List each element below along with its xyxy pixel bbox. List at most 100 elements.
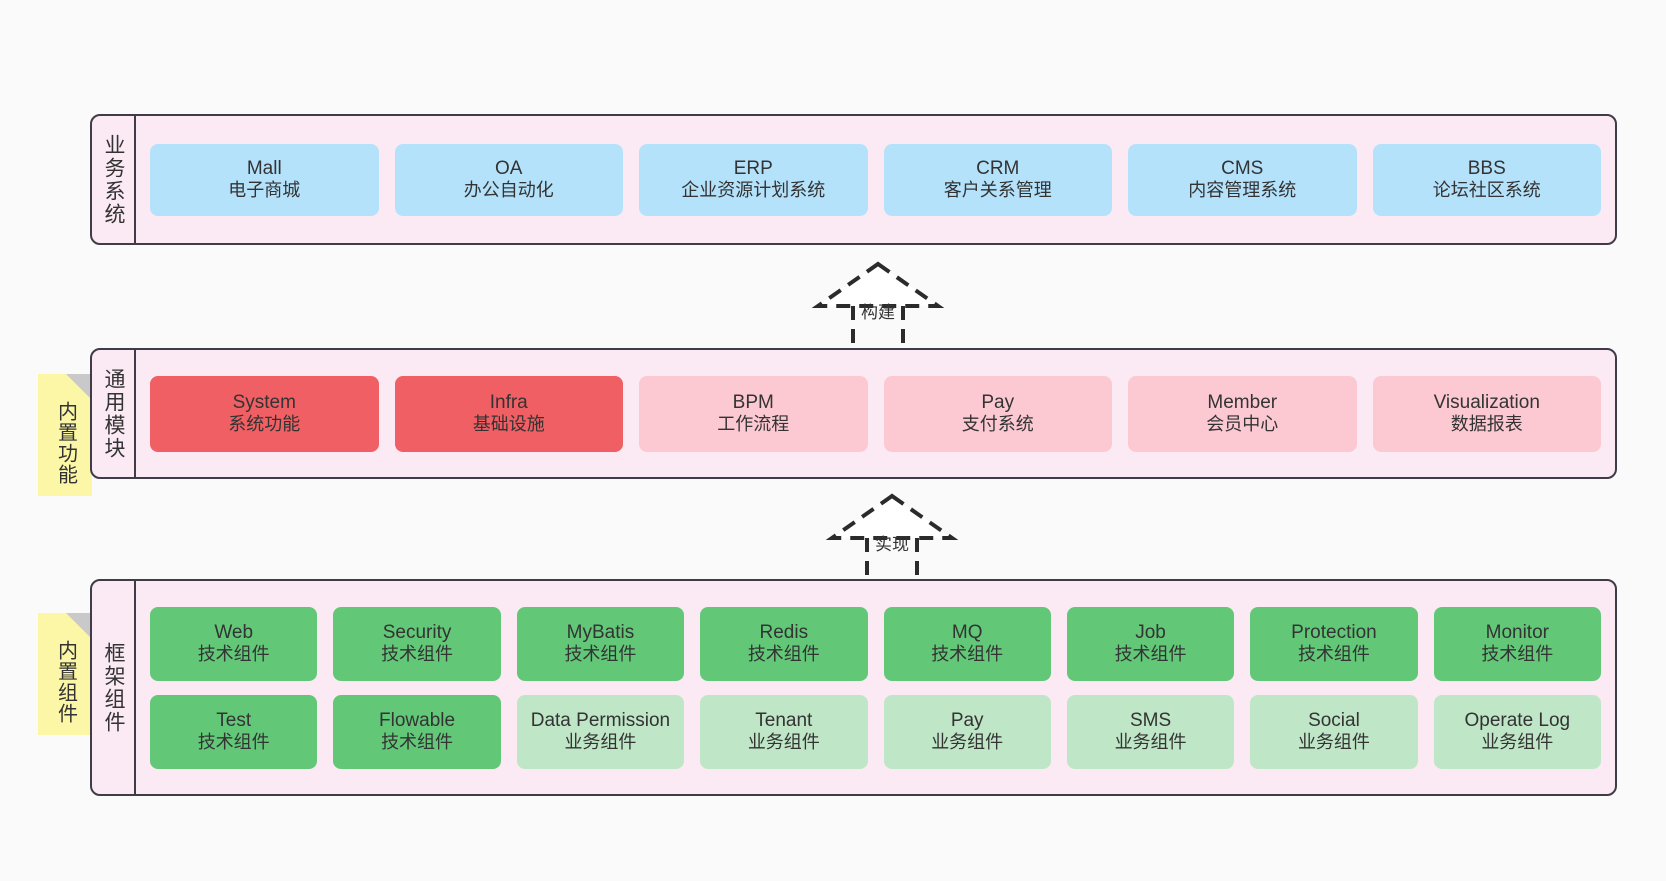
layer-body-common-modules: System 系统功能 Infra 基础设施 BPM 工作流程 Pay 支付系统… — [136, 350, 1615, 477]
card-title-en: CRM — [976, 157, 1020, 179]
card-title-cn: 客户关系管理 — [943, 180, 1052, 201]
layer-title-business-systems: 业务系统 — [92, 116, 136, 243]
card-title-en: Web — [214, 621, 254, 643]
card-title-cn: 业务组件 — [564, 732, 637, 753]
card-title-en: Flowable — [379, 709, 456, 731]
layer-framework-components: 框架组件 Web 技术组件 Security 技术组件 MyBatis 技术组件… — [90, 579, 1617, 796]
card-title-cn: 工作流程 — [717, 414, 790, 435]
card-title-cn: 会员中心 — [1206, 414, 1279, 435]
card-mall[interactable]: Mall 电子商城 — [150, 143, 379, 216]
card-title-en: Tenant — [755, 709, 813, 731]
card-row: Mall 电子商城 OA 办公自动化 ERP 企业资源计划系统 CRM 客户关系… — [150, 143, 1601, 216]
card-web[interactable]: Web 技术组件 — [150, 606, 318, 681]
card-infra[interactable]: Infra 基础设施 — [394, 375, 623, 452]
card-title-en: Operate Log — [1464, 709, 1571, 731]
card-title-en: Protection — [1291, 621, 1377, 643]
card-row: System 系统功能 Infra 基础设施 BPM 工作流程 Pay 支付系统… — [150, 375, 1601, 452]
card-crm[interactable]: CRM 客户关系管理 — [883, 143, 1112, 216]
layer-common-modules: 通用模块 System 系统功能 Infra 基础设施 BPM 工作流程 Pay — [90, 348, 1617, 479]
card-title-cn: 技术组件 — [197, 732, 270, 753]
card-protection[interactable]: Protection 技术组件 — [1250, 606, 1418, 681]
card-redis[interactable]: Redis 技术组件 — [700, 606, 868, 681]
card-title-cn: 技术组件 — [931, 644, 1004, 665]
card-title-en: Redis — [759, 621, 809, 643]
card-member[interactable]: Member 会员中心 — [1128, 375, 1357, 452]
card-cms[interactable]: CMS 内容管理系统 — [1128, 143, 1357, 216]
card-title-en: Member — [1207, 391, 1278, 413]
card-title-cn: 技术组件 — [564, 644, 637, 665]
card-title-en: Security — [382, 621, 452, 643]
connector-label-implement: 实现 — [875, 535, 909, 554]
card-monitor[interactable]: Monitor 技术组件 — [1433, 606, 1601, 681]
card-title-en: Data Permission — [530, 709, 671, 731]
card-title-en: BPM — [732, 391, 774, 413]
card-title-en: Job — [1135, 621, 1166, 643]
card-title-en: MQ — [951, 621, 983, 643]
layer-title-framework-components: 框架组件 — [92, 581, 136, 794]
card-title-en: Social — [1308, 709, 1360, 731]
card-title-cn: 技术组件 — [1481, 644, 1554, 665]
card-title-en: Mall — [246, 157, 282, 179]
card-title-cn: 技术组件 — [381, 644, 454, 665]
layer-title-common-modules: 通用模块 — [92, 350, 136, 477]
card-title-en: BBS — [1467, 157, 1506, 179]
card-title-cn: 业务组件 — [747, 732, 820, 753]
card-title-cn: 业务组件 — [1114, 732, 1187, 753]
card-mybatis[interactable]: MyBatis 技术组件 — [516, 606, 685, 681]
card-row: Test 技术组件 Flowable 技术组件 Data Permission … — [150, 694, 1601, 769]
card-title-cn: 业务组件 — [931, 732, 1004, 753]
note-builtin-components: 内置组件 — [38, 613, 92, 735]
card-title-en: System — [232, 391, 296, 413]
card-oa[interactable]: OA 办公自动化 — [394, 143, 623, 216]
card-title-cn: 技术组件 — [197, 644, 270, 665]
note-text: 内置组件 — [54, 640, 77, 724]
card-title-en: Visualization — [1433, 391, 1540, 413]
card-title-en: MyBatis — [566, 621, 635, 643]
card-title-cn: 业务组件 — [1297, 732, 1370, 753]
connector-label-build: 构建 — [861, 303, 895, 322]
card-pay-component[interactable]: Pay 业务组件 — [883, 694, 1051, 769]
card-tenant[interactable]: Tenant 业务组件 — [700, 694, 868, 769]
card-title-en: CMS — [1221, 157, 1264, 179]
card-security[interactable]: Security 技术组件 — [333, 606, 501, 681]
card-pay-module[interactable]: Pay 支付系统 — [883, 375, 1112, 452]
connector-implement: 实现 — [812, 492, 972, 588]
card-title-cn: 支付系统 — [961, 414, 1034, 435]
card-flowable[interactable]: Flowable 技术组件 — [333, 694, 501, 769]
connector-build: 构建 — [798, 260, 958, 356]
card-data-permission[interactable]: Data Permission 业务组件 — [516, 694, 685, 769]
card-system[interactable]: System 系统功能 — [150, 375, 379, 452]
layer-body-business-systems: Mall 电子商城 OA 办公自动化 ERP 企业资源计划系统 CRM 客户关系… — [136, 116, 1615, 243]
note-text: 内置功能 — [54, 401, 77, 485]
card-title-cn: 技术组件 — [747, 644, 820, 665]
layer-body-framework-components: Web 技术组件 Security 技术组件 MyBatis 技术组件 Redi… — [136, 581, 1615, 794]
card-title-en: OA — [495, 157, 523, 179]
layer-title-text: 框架组件 — [102, 641, 126, 734]
card-title-en: SMS — [1129, 709, 1172, 731]
card-title-en: Test — [216, 709, 252, 731]
card-bpm[interactable]: BPM 工作流程 — [639, 375, 868, 452]
card-job[interactable]: Job 技术组件 — [1066, 606, 1235, 681]
card-title-cn: 电子商城 — [228, 180, 301, 201]
card-title-cn: 技术组件 — [381, 732, 454, 753]
card-title-cn: 内容管理系统 — [1188, 180, 1297, 201]
card-title-cn: 基础设施 — [472, 414, 545, 435]
card-title-en: Infra — [489, 391, 528, 413]
card-bbs[interactable]: BBS 论坛社区系统 — [1372, 143, 1601, 216]
card-title-cn: 企业资源计划系统 — [681, 180, 826, 201]
card-title-cn: 办公自动化 — [463, 180, 554, 201]
note-fold-corner-icon — [66, 613, 92, 639]
card-sms[interactable]: SMS 业务组件 — [1066, 694, 1235, 769]
card-erp[interactable]: ERP 企业资源计划系统 — [639, 143, 868, 216]
card-mq[interactable]: MQ 技术组件 — [883, 606, 1051, 681]
card-social[interactable]: Social 业务组件 — [1250, 694, 1418, 769]
card-visualization[interactable]: Visualization 数据报表 — [1372, 375, 1601, 452]
card-title-cn: 业务组件 — [1481, 732, 1554, 753]
card-row: Web 技术组件 Security 技术组件 MyBatis 技术组件 Redi… — [150, 606, 1601, 681]
card-title-cn: 系统功能 — [228, 414, 301, 435]
note-builtin-features: 内置功能 — [38, 374, 92, 496]
card-test[interactable]: Test 技术组件 — [150, 694, 318, 769]
card-operate-log[interactable]: Operate Log 业务组件 — [1433, 694, 1601, 769]
card-title-cn: 论坛社区系统 — [1432, 180, 1541, 201]
